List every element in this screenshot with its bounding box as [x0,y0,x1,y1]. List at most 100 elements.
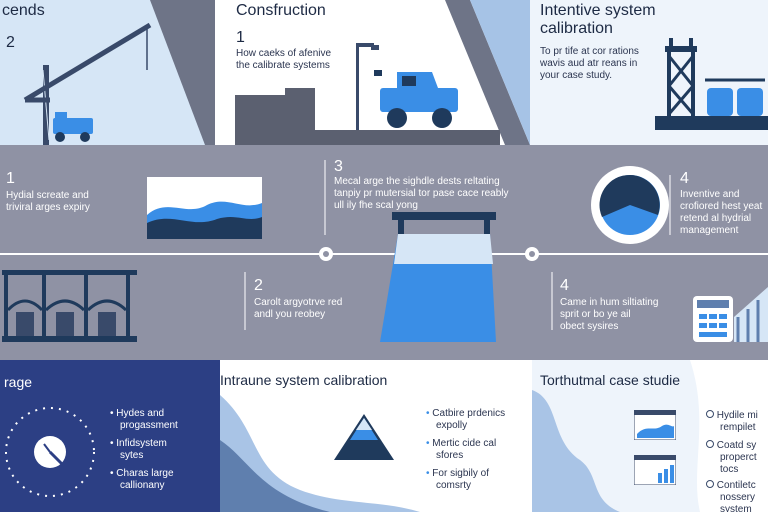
list-item-text: For sigbily of [432,468,489,479]
top-center-text-line: the calibrate systems [236,60,330,71]
bottom-right-title: Torthutmal case studie [540,372,681,388]
list-item-text: Mertic cide cal [432,438,497,449]
middle-item3-line: tanpiy pr mutersial tor pase cace reably [334,188,509,199]
list-item: sytes [110,450,178,462]
list-item: callionany [110,480,178,492]
list-item: • Hydes and [110,408,165,419]
bottom-center-title: Intraune system calibration [220,372,388,388]
crane-icon [23,22,152,145]
bottom-right-list: Hydile mi rempilet Coatd sy properct toc… [706,410,758,512]
middle-item1-line: triviral arges expiry [6,202,90,213]
middle-item3-number: 3 [334,158,343,175]
list-item-text: properct [720,452,757,463]
middle-item2-line: andl you reobey [254,309,326,320]
bottom-left-panel [0,360,220,512]
list-item-text: Hydile mi [716,410,758,421]
middle-item4-number: 4 [680,170,689,187]
top-center-title: Consfruction [236,2,326,19]
top-right-title-2: calibration [540,20,613,37]
top-right-text-line: wavis aud atr reans in [540,58,638,69]
list-item: Contiletc [706,480,758,492]
gauge-icon [5,407,95,497]
middle-item3-line: ull ily fhe scal yong [334,200,418,211]
middle-item2-line: Carolt argyotrve red [254,297,343,308]
list-item-text: Infidsystem [116,438,167,449]
list-item: progassment [110,420,178,432]
monitor-chart-icon [634,410,676,440]
top-left-number: 2 [6,34,15,51]
list-item-text: Contiletc [716,480,756,491]
top-center-blue-wedge [470,0,530,145]
middle-item3-text: Mecal arge the sighdle dests reltating t… [334,176,509,212]
list-item: • Charas large [110,468,174,479]
list-item: • Infidsystem [110,438,167,449]
pie-chart-icon [591,166,669,244]
rising-bars-icon [734,287,768,342]
list-item-text: sfores [436,450,464,461]
ground-shape [315,130,500,145]
middle-item4-text: Inventive and crofiored hest yeat retend… [680,189,762,237]
monitor-bars-icon [634,455,676,485]
list-item: properct [706,452,758,464]
list-item: Coatd sy [706,440,758,452]
middle-item1-text: Hydial screate and triviral arges expiry [6,190,90,214]
middle-item4b-text: Came in hum siltiating sprit or bo ye ai… [560,297,658,333]
middle-item3-line: Mecal arge the sighdle dests reltating [334,176,500,187]
list-item: system [706,504,758,512]
industrial-tower-icon [655,38,768,130]
middle-item4b-line: obect sysires [560,321,619,332]
list-item-text: Catbire prdenics [432,408,506,419]
middle-item4-line: crofiored hest yeat [680,201,763,212]
triangle-mountain-icon [334,414,394,460]
wave-chart-icon [147,177,262,239]
top-center-text: How caeks of afenive the calibrate syste… [236,48,331,72]
list-item: • For sigbily of [426,468,489,479]
list-item: • Mertic cide cal [426,438,497,449]
list-item: rempilet [706,422,758,434]
check-circle-icon [706,410,714,418]
list-item-text: progassment [120,420,178,431]
list-item-text: tocs [720,464,739,475]
list-item-text: expolly [436,420,468,431]
list-item-text: comsrty [436,480,471,491]
list-item: tocs [706,464,758,476]
steps-shape [235,88,315,145]
list-item: comsrty [426,480,505,492]
list-item: • Catbire prdenics [426,408,506,419]
list-item-text: Charas large [116,468,174,479]
list-item-text: callionany [120,480,165,491]
top-left-title: cends [2,2,45,19]
bottom-left-title: rage [4,374,33,390]
list-item-text: Hydes and [116,408,165,419]
middle-item4-line: Inventive and [680,189,740,200]
middle-item4b-number: 4 [560,277,569,294]
list-item-text: system [720,504,752,512]
middle-item4-line: retend al hydrial [680,213,752,224]
list-item: expolly [426,420,505,432]
list-item: Hydile mi [706,410,758,422]
top-center-text-line: How caeks of afenive [236,48,332,59]
water-tank-icon [380,212,496,342]
top-left-diagonal [150,0,215,145]
list-item: nossery [706,492,758,504]
top-right-text: To pr tife at cor rations wavis aud atr … [540,46,639,82]
bottom-center-wave [220,395,420,512]
middle-item4b-line: Came in hum siltiating [560,297,659,308]
top-right-text-line: To pr tife at cor rations [540,46,639,57]
bottom-left-list: • Hydes and progassment • Infidsystem sy… [110,408,178,492]
list-item-text: rempilet [720,422,756,433]
middle-item1-number: 1 [6,170,15,187]
check-circle-icon [706,480,714,488]
check-circle-icon [706,440,714,448]
top-center-diagonal [445,0,530,145]
middle-item4-line: management [680,225,739,236]
bottom-center-list: • Catbire prdenics expolly • Mertic cide… [426,408,505,492]
rack-structure-icon [2,270,137,342]
top-right-text-line: your case study. [540,70,613,81]
calculator-icon [693,296,733,342]
middle-item2-number: 2 [254,277,263,294]
list-item-text: sytes [120,450,144,461]
list-item: sfores [426,450,505,462]
top-center-number: 1 [236,29,245,46]
middle-item4b-line: sprit or bo ye ail [560,309,631,320]
